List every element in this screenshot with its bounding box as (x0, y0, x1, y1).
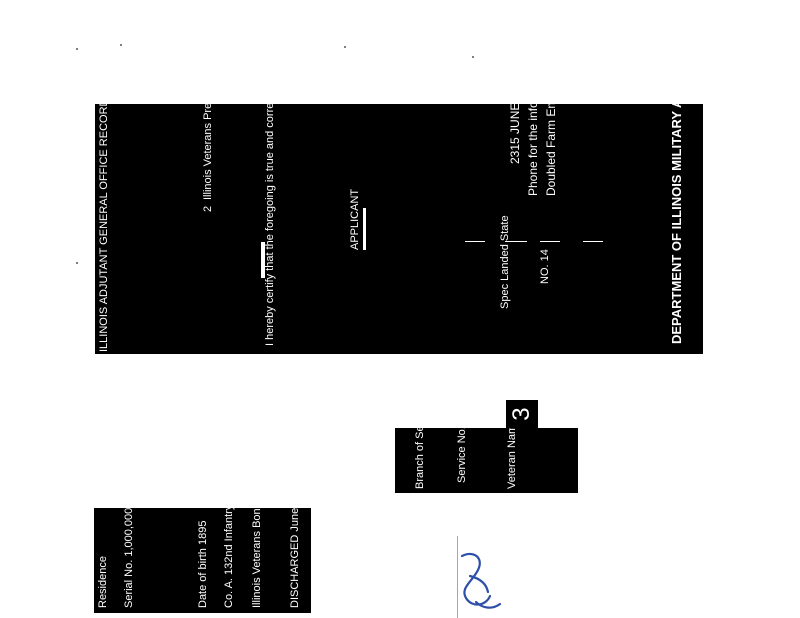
statement-line-2: Illinois Veterans Preference (202, 104, 214, 200)
stamp-line-1: Veteran Name (506, 428, 518, 489)
info-line-3: Co. A. 132nd Infantry (223, 508, 235, 608)
scan-speck (120, 44, 122, 46)
info-line-5: Serial No. 1,000,000 (123, 508, 135, 608)
scan-speck (472, 56, 474, 58)
statement-highlight (261, 242, 265, 278)
signature-line (457, 536, 458, 618)
scan-speck (344, 46, 346, 48)
stamp-number-box: 3 (506, 400, 538, 428)
info-line-4: Date of birth 1895 (197, 520, 209, 608)
official-line-2: Phone for the information and address (526, 104, 540, 196)
official-line-1: Doubled Farm Emergency (544, 104, 558, 196)
field-rule-4 (583, 241, 603, 242)
footer-line: ILLINOIS ADJUTANT GENERAL OFFICE RECORD (98, 104, 110, 352)
statement-line-1: I hereby certify that the foregoing is t… (264, 104, 276, 346)
info-line-6: Residence (97, 556, 109, 608)
info-box: DISCHARGED June 12, 1919 Illinois Vetera… (94, 508, 311, 613)
stamp-block: Veteran Name Service No. Branch of Servi… (395, 428, 578, 493)
stamp-line-3: Branch of Service (414, 428, 426, 489)
official-line-3: 2315 JUNE 19 (508, 104, 522, 164)
field-number-label: NO. 14 (539, 249, 551, 284)
info-line-1: DISCHARGED June 12, 1919 (289, 508, 301, 608)
applicant-marker (363, 208, 366, 250)
scan-speck (76, 262, 78, 264)
field-city-label: Spec Landed State (499, 215, 511, 309)
signature-mark (460, 552, 502, 609)
info-line-2: Illinois Veterans Bonus Division Records (251, 508, 263, 608)
applicant-label: APPLICANT (349, 188, 361, 250)
stamp-line-2: Service No. (456, 428, 468, 483)
main-record-block: DEPARTMENT OF ILLINOIS MILITARY AND NAVA… (95, 104, 703, 354)
stamp-digit: 3 (508, 407, 535, 421)
header-title: DEPARTMENT OF ILLINOIS MILITARY AND NAVA… (669, 104, 684, 344)
field-rule-1 (465, 241, 485, 242)
signature-text: John (0, 0, 1, 1)
scan-speck (76, 48, 78, 50)
statement-line-3: 2 (202, 205, 214, 212)
field-rule-3 (540, 241, 560, 242)
field-rule-2 (505, 241, 527, 242)
